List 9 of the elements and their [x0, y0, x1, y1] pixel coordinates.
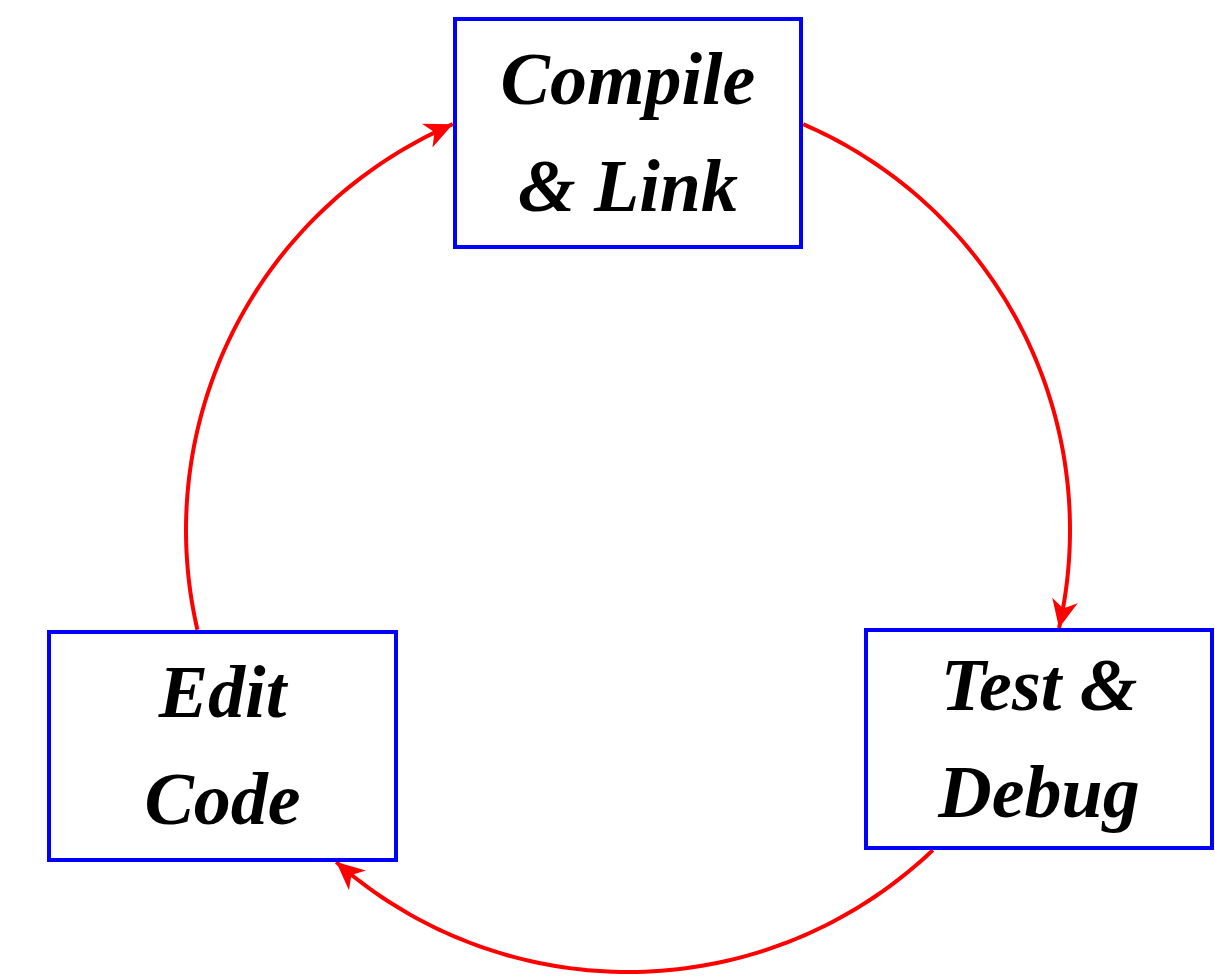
process-box	[453, 17, 803, 249]
arrow	[802, 122, 1078, 629]
step-label: Test & Debug	[936, 642, 1141, 835]
arrow	[184, 122, 454, 631]
arrow	[334, 848, 935, 974]
step-label: Compile & Link	[499, 36, 757, 229]
process-box	[47, 630, 398, 862]
process-box	[864, 628, 1214, 850]
step-label: Edit Code	[143, 649, 302, 842]
